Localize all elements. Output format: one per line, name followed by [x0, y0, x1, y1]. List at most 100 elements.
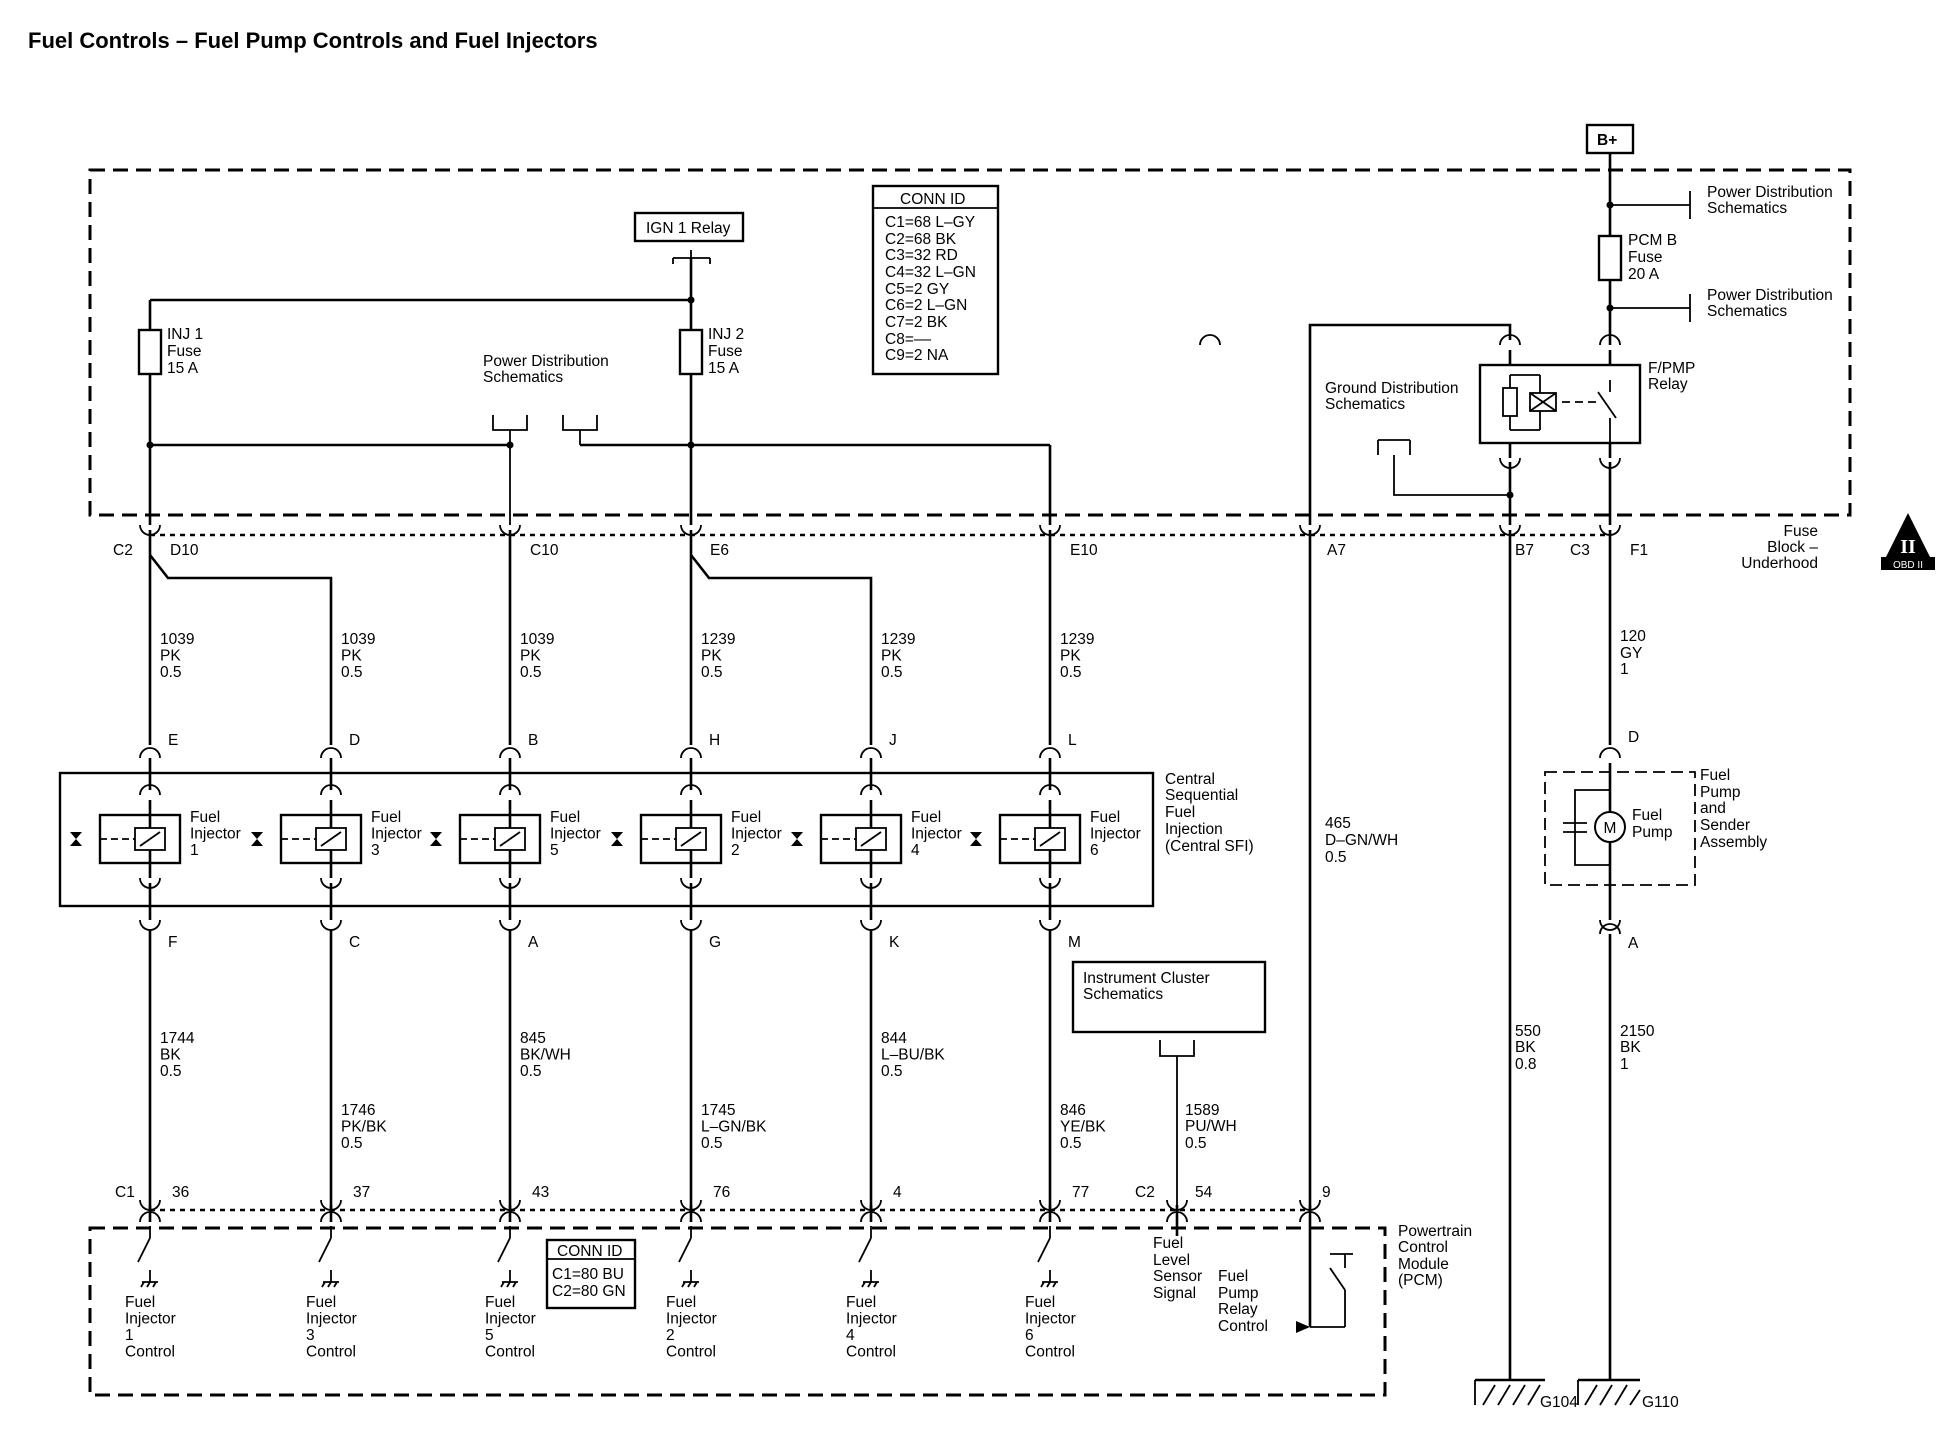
- injector-columns: [70, 545, 1082, 1210]
- pcm-boundary: [88, 1226, 1387, 1397]
- pin-c2: C2: [113, 542, 133, 559]
- pin-f1: F1: [1630, 542, 1648, 559]
- pcm-label-2: Control: [1398, 1239, 1448, 1256]
- conn-id-table-pcm: [545, 1238, 637, 1310]
- sfi-bottom-pin: G: [709, 934, 721, 951]
- power-dist-mid-1: Power Distribution: [1707, 287, 1833, 304]
- upper-wire-label: 0.5: [341, 664, 363, 681]
- sfi-label-3: Fuel: [1165, 804, 1195, 821]
- fuse-block-l1: Fuse: [1784, 523, 1818, 540]
- lower-wire-label: BK/WH: [520, 1047, 571, 1064]
- upper-wire-label: PK: [160, 648, 181, 665]
- sfi-bottom-pin: K: [889, 934, 900, 951]
- driver-switch: [137, 1237, 151, 1263]
- injector-name: 3: [371, 842, 380, 859]
- injector-control-label: 6: [1025, 1327, 1034, 1344]
- injector-control-label: 4: [846, 1327, 855, 1344]
- pcmb-fuse-l2: Fuse: [1628, 249, 1662, 266]
- wire-550-l2: BK: [1515, 1039, 1536, 1056]
- conn-id-pcm-row: C1=80 BU: [552, 1266, 624, 1283]
- ground-icon: [681, 1281, 699, 1288]
- injector-control-label: Control: [846, 1344, 896, 1361]
- upper-wire-label: PK: [701, 648, 722, 665]
- pin-c3: C3: [1570, 542, 1590, 559]
- injector-control-label: 3: [306, 1327, 315, 1344]
- injector-control-label: Control: [666, 1344, 716, 1361]
- injector-name: 5: [550, 842, 559, 859]
- fp-relay-ctrl-3: Relay: [1218, 1301, 1258, 1318]
- lower-wire-label: 0.5: [520, 1063, 542, 1080]
- lower-wire-labels: 1744BK0.51746PK/BK0.5845BK/WH0.51745L–GN…: [160, 1030, 1106, 1152]
- injector-control-label: Control: [125, 1344, 175, 1361]
- upper-wire-label: 1239: [881, 631, 915, 648]
- injector-name: Fuel: [371, 809, 401, 826]
- injector-nozzle-icon: [251, 832, 263, 846]
- pin-c10: C10: [530, 542, 559, 559]
- upper-wire-label: 1239: [1060, 631, 1094, 648]
- conn-id-top-row: C8=––: [885, 331, 931, 348]
- injector-control-label: Injector: [846, 1311, 897, 1328]
- lower-wire-label: 1745: [701, 1102, 735, 1119]
- conn-id-pcm-row: C2=80 GN: [552, 1283, 626, 1300]
- fuel-pump-name-1: Fuel: [1632, 807, 1662, 824]
- upper-wire-label: PK: [341, 648, 362, 665]
- fpmp-relay-l1: F/PMP: [1648, 360, 1695, 377]
- sfi-top-pin: D: [349, 732, 360, 749]
- fp-assembly-2: Pump: [1700, 784, 1741, 801]
- injector-control-label: Control: [1025, 1344, 1075, 1361]
- injector-control-label: 2: [666, 1327, 675, 1344]
- injector-name: Fuel: [731, 809, 761, 826]
- injector-control-label: Fuel: [666, 1294, 696, 1311]
- driver-switch: [497, 1237, 511, 1263]
- wire-465-l2: D–GN/WH: [1325, 832, 1398, 849]
- pin-e10: E10: [1070, 542, 1098, 559]
- injector-control-labels: FuelInjector1ControlFuelInjector3Control…: [125, 1294, 1076, 1361]
- inj2-fuse-l3: 15 A: [708, 360, 740, 377]
- injector-name: Injector: [911, 826, 962, 843]
- wire-120-l2: GY: [1620, 645, 1642, 662]
- pcm-c2: C2: [1135, 1184, 1155, 1201]
- ign-relay-box: [633, 211, 745, 243]
- ground-icon: [500, 1281, 518, 1288]
- injector-name: 4: [911, 842, 920, 859]
- wire-465-l3: 0.5: [1325, 849, 1347, 866]
- injector-name: Injector: [731, 826, 782, 843]
- pcm-label-1: Powertrain: [1398, 1223, 1472, 1240]
- fuel-level-2: Level: [1153, 1252, 1190, 1269]
- lower-wire-label: 0.5: [1060, 1135, 1082, 1152]
- injector-control-label: Control: [485, 1344, 535, 1361]
- conn-id-top-row: C6=2 L–GN: [885, 297, 967, 314]
- injector-name: Fuel: [550, 809, 580, 826]
- ground-dist-2: Schematics: [1325, 396, 1405, 413]
- sfi-bottom-pin: M: [1068, 934, 1081, 951]
- fuse-block-l3: Underhood: [1741, 555, 1818, 572]
- pcmb-fuse-l1: PCM B: [1628, 232, 1677, 249]
- conn-id-top-row: C5=2 GY: [885, 281, 949, 298]
- injector-control-label: Injector: [1025, 1311, 1076, 1328]
- fp-relay-ctrl-4: Control: [1218, 1318, 1268, 1335]
- inj2-fuse-l1: INJ 2: [708, 326, 744, 343]
- inj1-fuse: [137, 328, 163, 376]
- injector-name-labels: FuelInjector1FuelInjector3FuelInjector5F…: [190, 809, 1141, 859]
- instrument-cluster-box: [1071, 960, 1267, 1034]
- wire-120-l3: 1: [1620, 661, 1629, 678]
- fpmp-relay-l2: Relay: [1648, 376, 1688, 393]
- fp-assembly-3: and: [1700, 800, 1726, 817]
- injector-nozzle-icon: [611, 832, 623, 846]
- ground-g110: G110: [1642, 1394, 1679, 1411]
- fuel-level-4: Signal: [1153, 1285, 1196, 1302]
- injector-control-label: Injector: [485, 1311, 536, 1328]
- injector-control-label: Fuel: [846, 1294, 876, 1311]
- upper-wire-labels: 1039PK0.51039PK0.51039PK0.51239PK0.51239…: [160, 631, 1094, 681]
- ground-symbol-g110: [1577, 1378, 1641, 1406]
- wire-1589-l3: 0.5: [1185, 1135, 1207, 1152]
- conn-id-top-row: C9=2 NA: [885, 347, 949, 364]
- inj1-fuse-l1: INJ 1: [167, 326, 203, 343]
- pcm-pin: 36: [172, 1184, 189, 1201]
- ground-icon: [321, 1281, 339, 1288]
- fp-relay-ctrl-2: Pump: [1218, 1285, 1259, 1302]
- inj2-fuse: [678, 328, 704, 376]
- inj1-fuse-l2: Fuse: [167, 343, 201, 360]
- pcmb-fuse: [1597, 234, 1623, 282]
